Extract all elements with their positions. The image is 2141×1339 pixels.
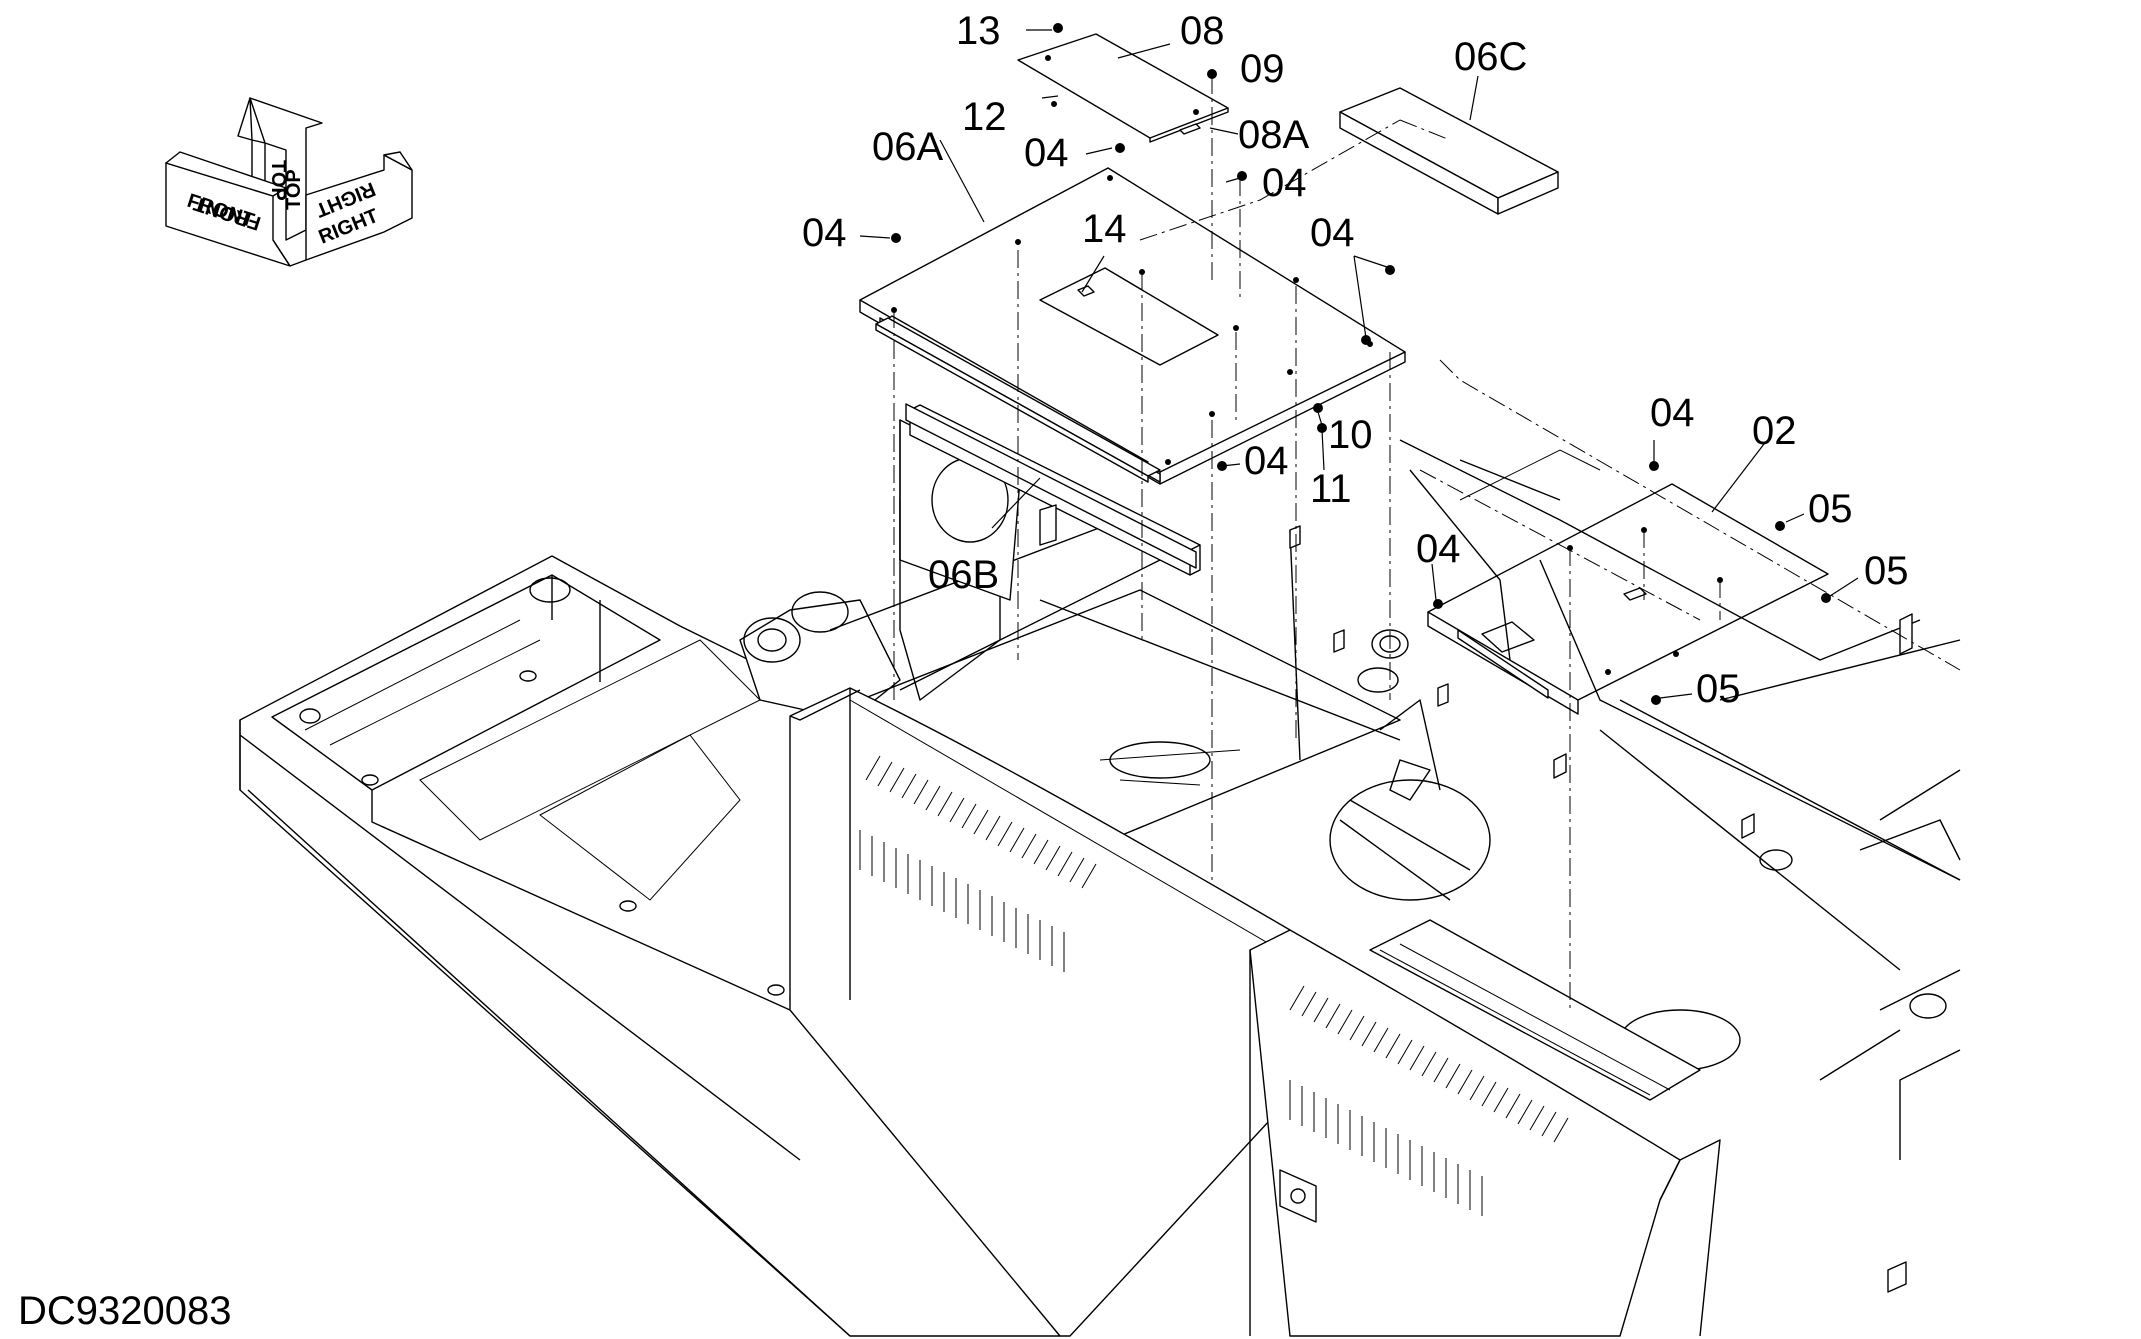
callout-labels: 13 08 09 12 08A 06C 06A 04 04 04 04 04 0…: [802, 9, 1909, 711]
callout-leaders: [859, 29, 1859, 699]
callout-08: 08: [1180, 9, 1225, 53]
left-rear-cover-louvers: [859, 755, 1097, 972]
right-frame: [1399, 439, 1961, 1293]
callout-14: 14: [1082, 207, 1127, 251]
callout-05-c: 05: [1696, 667, 1741, 711]
callout-04-g: 04: [1650, 391, 1695, 435]
part-02-plate: [1427, 483, 1829, 715]
callout-08a: 08A: [1238, 113, 1309, 157]
callout-04-d: 04: [1310, 211, 1355, 255]
top-arrow-label-mirror: TOP: [283, 169, 305, 210]
callout-05-b: 05: [1864, 549, 1909, 593]
drawing-code: DC9320083: [18, 1289, 232, 1333]
assembly-lines: [893, 76, 1961, 1010]
part-06b-bar: [905, 403, 1197, 569]
callout-13: 13: [956, 9, 1001, 53]
callout-04-b: 04: [1262, 161, 1307, 205]
left-frame-rail: [239, 555, 1061, 1337]
right-rear-cover: [1249, 919, 1721, 1337]
callout-05-a: 05: [1808, 487, 1853, 531]
callout-12: 12: [962, 95, 1007, 139]
callout-09: 09: [1240, 47, 1285, 91]
callout-04-a: 04: [1024, 131, 1069, 175]
callout-04-c: 04: [802, 211, 847, 255]
callout-11: 11: [1310, 467, 1352, 511]
callout-06b: 06B: [928, 553, 999, 597]
center-brackets: [1289, 525, 1567, 779]
callout-04-f: 04: [1416, 527, 1461, 571]
callout-06a: 06A: [872, 125, 943, 169]
callout-02: 02: [1752, 409, 1797, 453]
callout-06c: 06C: [1454, 35, 1527, 79]
part-06c-box: [1339, 87, 1559, 215]
orientation-arrows-icon: FRONT FRONT TOP TOP RIGHT RIGHT: [165, 97, 413, 267]
callout-10: 10: [1328, 413, 1373, 457]
part-08-cover: [1017, 33, 1229, 143]
callout-04-e: 04: [1244, 439, 1289, 483]
top-arrow-label: TOP: [267, 160, 289, 201]
